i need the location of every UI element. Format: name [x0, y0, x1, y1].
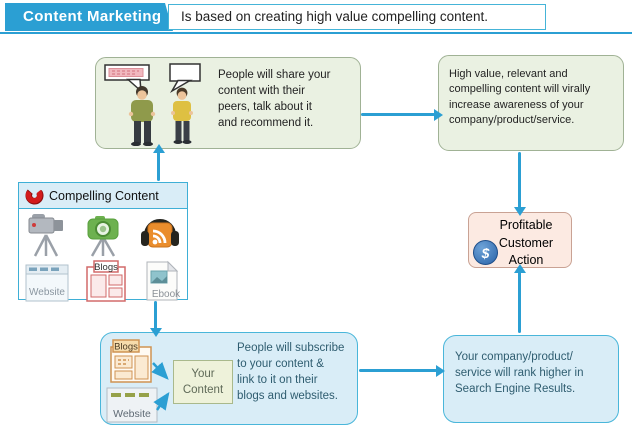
blogs-icon: Blogs [86, 260, 126, 302]
blogs-icon: Blogs [110, 339, 152, 383]
photo-camera-icon [87, 216, 119, 257]
ebook-icon: Ebook [146, 260, 181, 301]
website-icon: Website [106, 387, 158, 423]
arrow-compelling-to-subscribe [154, 301, 157, 329]
compelling-content-header: Compelling Content [19, 183, 187, 209]
subscribe-box-text: People will subscribe to your content & … [237, 342, 345, 403]
header-divider [0, 32, 632, 34]
content-logo-icon [25, 186, 44, 205]
compelling-content-title: Compelling Content [49, 188, 159, 203]
arrow-subscribe-to-rank [359, 369, 437, 372]
arrow-viral-to-profitable [518, 152, 521, 208]
person-icon [171, 87, 193, 144]
podcast-icon [141, 219, 179, 248]
dollar-coin-icon: $ [473, 240, 498, 265]
compelling-content-panel: Compelling Content [18, 182, 188, 303]
website-icon-label: Website [113, 408, 151, 420]
video-camera-icon [28, 214, 63, 257]
rank-box: Your company/product/ service will rank … [443, 335, 619, 423]
media-icons-row [19, 209, 187, 257]
blogs-icon-label: Blogs [94, 262, 118, 273]
people-illustration [104, 63, 201, 146]
subscribe-box: Blogs Website Your Content People will s… [100, 332, 358, 425]
publish-icons-row: Website Blogs Ebook [19, 257, 187, 303]
profitable-box-text: Profitable Customer Action [498, 218, 554, 267]
header-subtitle-text: Is based on creating high value compelli… [181, 9, 488, 24]
profitable-box: $ Profitable Customer Action [468, 212, 572, 268]
viral-box-text: High value, relevant and compelling cont… [449, 68, 591, 127]
page-title: Content Marketing [5, 3, 173, 31]
share-box-text: People will share your content with thei… [218, 69, 331, 130]
blogs-icon-label: Blogs [114, 342, 138, 353]
dollar-glyph: $ [481, 244, 490, 261]
share-box: People will share your content with thei… [95, 57, 361, 149]
arrow-rank-to-profitable [518, 272, 521, 333]
viral-box: High value, relevant and compelling cont… [438, 55, 624, 151]
website-icon: Website [25, 264, 69, 302]
speech-bubble-icon [169, 63, 201, 94]
speech-bubble-icon [104, 64, 150, 93]
header-subtitle-box: Is based on creating high value compelli… [168, 4, 546, 30]
page-title-text: Content Marketing [23, 8, 162, 25]
arrow-share-to-viral [361, 113, 435, 116]
website-icon-label: Website [29, 287, 65, 298]
ebook-icon-label: Ebook [152, 289, 181, 300]
person-icon [128, 86, 156, 146]
arrow-compelling-to-share [157, 152, 160, 181]
rank-box-text: Your company/product/ service will rank … [455, 351, 584, 396]
your-content-box: Your Content [173, 360, 233, 404]
